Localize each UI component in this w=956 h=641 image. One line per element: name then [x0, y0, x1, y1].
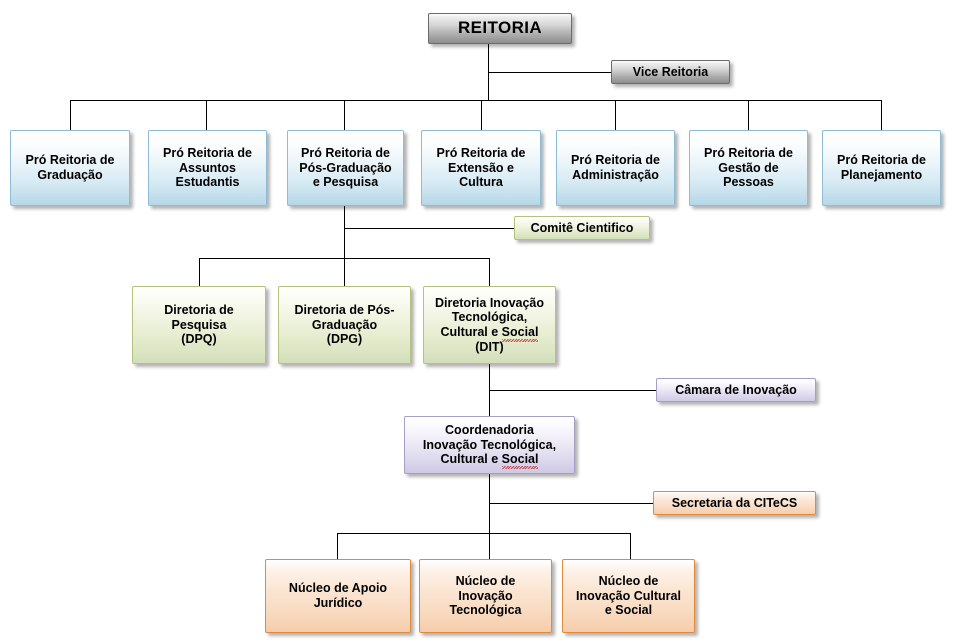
- node-comite-cientifico[interactable]: Comitê Cientifico: [514, 216, 650, 240]
- node-comite-cientifico-label: Comitê Cientifico: [530, 220, 634, 235]
- connector-drop-pro-2: [206, 100, 207, 130]
- node-reitoria-label: REITORIA: [457, 18, 543, 38]
- connector-drop-nucleo-1: [337, 533, 338, 559]
- node-vice-reitoria[interactable]: Vice Reitoria: [611, 60, 730, 84]
- node-label: Diretoria de Pós-Graduação(DPG): [294, 302, 395, 347]
- connector-secretaria-citecs: [489, 503, 653, 504]
- node-secretaria-citecs-label: Secretaria da CITeCS: [671, 495, 798, 510]
- connector-vice-reitoria: [488, 72, 611, 73]
- node-secretaria-citecs[interactable]: Secretaria da CITeCS: [653, 491, 816, 515]
- connector-drop-diretoria-3: [489, 258, 490, 286]
- connector-drop-pro-4: [481, 100, 482, 130]
- connector-camara-inovacao: [489, 390, 656, 391]
- connector-pro-reitorias-bus: [70, 100, 881, 101]
- node-vice-reitoria-label: Vice Reitoria: [632, 64, 709, 79]
- connector-comite-cientifico: [344, 228, 514, 229]
- connector-drop-diretoria-2: [344, 258, 345, 286]
- connector-drop-pro-3: [344, 100, 345, 130]
- node-camara-inovacao-label: Câmara de Inovação: [675, 382, 797, 397]
- connector-drop-pro-1: [70, 100, 71, 130]
- node-diretoria-pos-graduacao[interactable]: Diretoria de Pós-Graduação(DPG): [278, 286, 411, 364]
- connector-pos-graduacao-stem: [344, 206, 345, 286]
- connector-drop-diretoria-1: [199, 258, 200, 286]
- node-reitoria[interactable]: REITORIA: [428, 13, 572, 44]
- node-camara-inovacao[interactable]: Câmara de Inovação: [656, 378, 816, 402]
- connector-drop-pro-6: [748, 100, 749, 130]
- connector-drop-pro-5: [615, 100, 616, 130]
- connector-drop-nucleo-2: [489, 533, 490, 559]
- connector-drop-nucleo-3: [630, 533, 631, 559]
- connector-drop-pro-7: [881, 100, 882, 130]
- connector-nucleos-bus: [337, 533, 630, 534]
